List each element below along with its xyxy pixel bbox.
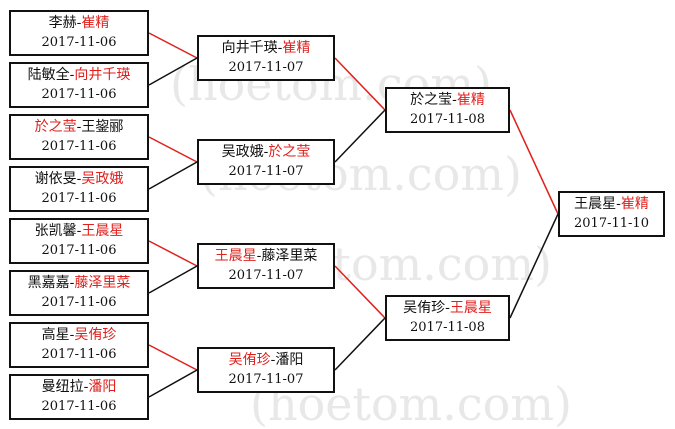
match-box-r1m5: 张凯馨-王晨星 2017-11-06 bbox=[9, 218, 149, 264]
match-box-r1m1: 李赫-崔精 2017-11-06 bbox=[9, 10, 149, 56]
player-2: 王晨星 bbox=[449, 300, 492, 316]
match-box-final: 王晨星-崔精 2017-11-10 bbox=[558, 191, 665, 237]
match-date: 2017-11-06 bbox=[41, 243, 117, 258]
connector-r2m4-to-r3m2 bbox=[334, 317, 386, 371]
match-box-r1m7: 高星-吴侑珍 2017-11-06 bbox=[9, 322, 149, 368]
connector-r2m3-to-r3m2 bbox=[334, 265, 386, 319]
match-players: 黑嘉嘉-藤泽里菜 bbox=[27, 275, 131, 291]
match-box-r1m3: 於之莹-王鋆郦 2017-11-06 bbox=[9, 114, 149, 160]
match-box-r2m4: 吴侑珍-潘阳 2017-11-07 bbox=[197, 347, 335, 393]
player-1: 於之莹 bbox=[34, 119, 77, 135]
player-2: 吴侑珍 bbox=[74, 327, 117, 343]
connector-r1m6-to-r2m3 bbox=[148, 265, 198, 294]
player-2: 崔精 bbox=[81, 15, 110, 31]
player-1: 曼纽拉 bbox=[41, 379, 84, 395]
connector-r1m8-to-r2m4 bbox=[148, 369, 198, 398]
player-1: 王晨星 bbox=[574, 196, 617, 212]
match-players: 李赫-崔精 bbox=[48, 15, 110, 31]
player-2: 向井千瑛 bbox=[74, 67, 131, 83]
player-2: 崔精 bbox=[620, 196, 649, 212]
player-2: 吴政娥 bbox=[81, 171, 124, 187]
match-players: 向井千瑛-崔精 bbox=[221, 40, 311, 56]
player-1: 高星 bbox=[41, 327, 70, 343]
player-1: 吴侑珍 bbox=[228, 352, 271, 368]
match-date: 2017-11-06 bbox=[41, 87, 117, 102]
match-date: 2017-11-07 bbox=[228, 372, 304, 387]
player-2: 崔精 bbox=[456, 92, 485, 108]
connector-r2m2-to-r3m1 bbox=[334, 109, 386, 163]
match-date: 2017-11-07 bbox=[228, 268, 304, 283]
player-2: 藤泽里菜 bbox=[261, 248, 318, 264]
match-box-r1m4: 谢依旻-吴政娥 2017-11-06 bbox=[9, 166, 149, 212]
match-box-r3m2: 吴侑珍-王晨星 2017-11-08 bbox=[385, 295, 510, 341]
player-2: 崔精 bbox=[282, 40, 311, 56]
connector-r1m5-to-r2m3 bbox=[148, 240, 198, 267]
match-box-r1m2: 陆敏全-向井千瑛 2017-11-06 bbox=[9, 62, 149, 108]
match-players: 吴政娥-於之莹 bbox=[221, 144, 311, 160]
match-players: 谢依旻-吴政娥 bbox=[34, 171, 124, 187]
connector-r1m2-to-r2m1 bbox=[148, 57, 198, 86]
match-players: 张凯馨-王晨星 bbox=[34, 223, 124, 239]
player-1: 吴政娥 bbox=[221, 144, 264, 160]
match-date: 2017-11-10 bbox=[574, 216, 649, 231]
player-1: 於之莹 bbox=[410, 92, 453, 108]
connector-r2m1-to-r3m1 bbox=[334, 57, 386, 111]
player-2: 王鋆郦 bbox=[81, 119, 124, 135]
match-players: 陆敏全-向井千瑛 bbox=[27, 67, 131, 83]
connector-r3m2-to-final bbox=[509, 213, 559, 319]
match-date: 2017-11-06 bbox=[41, 347, 117, 362]
connector-r1m1-to-r2m1 bbox=[148, 32, 198, 59]
match-players: 於之莹-王鋆郦 bbox=[34, 119, 124, 135]
player-1: 陆敏全 bbox=[27, 67, 70, 83]
match-box-r2m2: 吴政娥-於之莹 2017-11-07 bbox=[197, 139, 335, 185]
match-players: 吴侑珍-潘阳 bbox=[228, 352, 304, 368]
player-2: 潘阳 bbox=[275, 352, 304, 368]
match-date: 2017-11-06 bbox=[41, 35, 117, 50]
connector-r1m4-to-r2m2 bbox=[148, 161, 198, 190]
match-players: 高星-吴侑珍 bbox=[41, 327, 117, 343]
match-date: 2017-11-06 bbox=[41, 191, 117, 206]
match-date: 2017-11-07 bbox=[228, 164, 304, 179]
match-players: 吴侑珍-王晨星 bbox=[403, 300, 492, 316]
player-1: 李赫 bbox=[48, 15, 77, 31]
player-1: 张凯馨 bbox=[34, 223, 77, 239]
match-box-r1m6: 黑嘉嘉-藤泽里菜 2017-11-06 bbox=[9, 270, 149, 316]
match-date: 2017-11-06 bbox=[41, 139, 117, 154]
match-date: 2017-11-07 bbox=[228, 60, 304, 75]
match-box-r2m3: 王晨星-藤泽里菜 2017-11-07 bbox=[197, 243, 335, 289]
player-2: 潘阳 bbox=[88, 379, 117, 395]
match-box-r1m8: 曼纽拉-潘阳 2017-11-06 bbox=[9, 374, 149, 420]
connector-r1m3-to-r2m2 bbox=[148, 136, 198, 163]
player-1: 向井千瑛 bbox=[221, 40, 278, 56]
player-1: 王晨星 bbox=[214, 248, 257, 264]
match-players: 王晨星-藤泽里菜 bbox=[214, 248, 318, 264]
match-box-r3m1: 於之莹-崔精 2017-11-08 bbox=[385, 87, 510, 133]
player-2: 於之莹 bbox=[268, 144, 311, 160]
player-1: 谢依旻 bbox=[34, 171, 77, 187]
match-date: 2017-11-08 bbox=[410, 112, 485, 127]
match-date: 2017-11-06 bbox=[41, 295, 117, 310]
connector-r1m7-to-r2m4 bbox=[148, 344, 198, 371]
connector-r3m1-to-final bbox=[509, 109, 559, 215]
match-players: 於之莹-崔精 bbox=[410, 92, 485, 108]
match-date: 2017-11-06 bbox=[41, 399, 117, 414]
player-2: 王晨星 bbox=[81, 223, 124, 239]
player-2: 藤泽里菜 bbox=[74, 275, 131, 291]
player-1: 黑嘉嘉 bbox=[27, 275, 70, 291]
player-1: 吴侑珍 bbox=[403, 300, 446, 316]
match-players: 王晨星-崔精 bbox=[574, 196, 649, 212]
match-box-r2m1: 向井千瑛-崔精 2017-11-07 bbox=[197, 35, 335, 81]
match-players: 曼纽拉-潘阳 bbox=[41, 379, 117, 395]
match-date: 2017-11-08 bbox=[410, 320, 485, 335]
